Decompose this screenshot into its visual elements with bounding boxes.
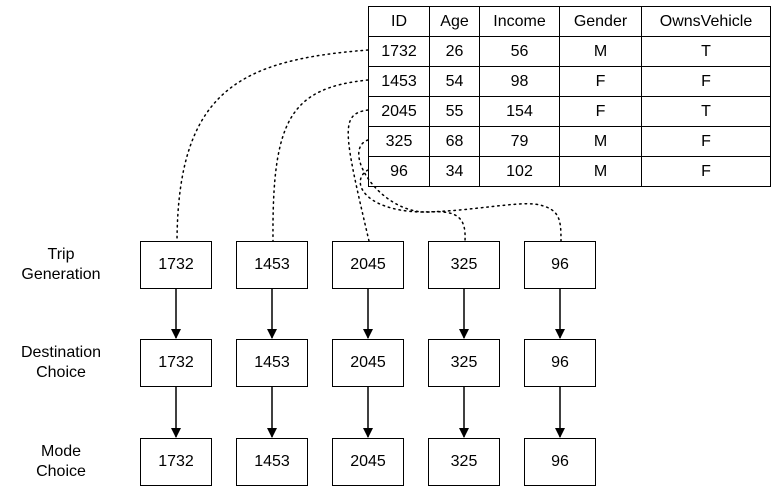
table-cell: T (641, 36, 771, 67)
agent-box: 96 (524, 438, 596, 486)
column-header-id: ID (368, 6, 430, 37)
stage-label-line: Generation (21, 266, 101, 283)
table-cell: 26 (429, 36, 480, 67)
table-cell: 102 (479, 156, 560, 187)
table-cell: T (641, 96, 771, 127)
table-cell: 325 (368, 126, 430, 157)
column-header-gender: Gender (559, 6, 642, 37)
table-cell: F (559, 66, 642, 97)
agent-box: 2045 (332, 339, 404, 387)
table-cell: 79 (479, 126, 560, 157)
column-header-age: Age (429, 6, 480, 37)
column-header-income: Income (479, 6, 560, 37)
agent-box: 1453 (236, 339, 308, 387)
agent-box: 325 (428, 241, 500, 289)
dotted-link (347, 109, 370, 242)
stage-label-line: Destination (20, 344, 102, 361)
table-cell: F (559, 96, 642, 127)
table-cell: 1732 (368, 36, 430, 67)
agent-box: 96 (524, 241, 596, 289)
table-cell: F (641, 66, 771, 97)
agent-box: 1453 (236, 438, 308, 486)
stage-label-line: Trip (47, 246, 75, 263)
dotted-link (272, 79, 369, 242)
agent-box: 1732 (140, 241, 212, 289)
agent-box: 325 (428, 438, 500, 486)
table-cell: F (641, 156, 771, 187)
stage-label-line: Mode (40, 443, 82, 460)
stage-label-line: Choice (36, 463, 86, 480)
table-cell: M (559, 126, 642, 157)
table-cell: 55 (429, 96, 480, 127)
table-cell: F (641, 126, 771, 157)
table-cell: 56 (479, 36, 560, 67)
table-cell: M (559, 36, 642, 67)
agent-box: 1732 (140, 339, 212, 387)
table-cell: M (559, 156, 642, 187)
table-cell: 1453 (368, 66, 430, 97)
agent-box: 1732 (140, 438, 212, 486)
dotted-link (176, 49, 369, 242)
stage-label-line: Choice (36, 364, 86, 381)
table-header-row: ID Age Income Gender OwnsVehicle (368, 6, 771, 37)
table-cell: 34 (429, 156, 480, 187)
table-cell: 2045 (368, 96, 430, 127)
agent-box: 1453 (236, 241, 308, 289)
table-cell: 96 (368, 156, 430, 187)
agent-box: 325 (428, 339, 500, 387)
agent-box: 2045 (332, 241, 404, 289)
column-header-ownsvehicle: OwnsVehicle (641, 6, 771, 37)
agent-box: 2045 (332, 438, 404, 486)
table-cell: 98 (479, 66, 560, 97)
table-cell: 54 (429, 66, 480, 97)
table-cell: 154 (479, 96, 560, 127)
agent-box: 96 (524, 339, 596, 387)
dotted-link (358, 139, 466, 242)
table-cell: 68 (429, 126, 480, 157)
